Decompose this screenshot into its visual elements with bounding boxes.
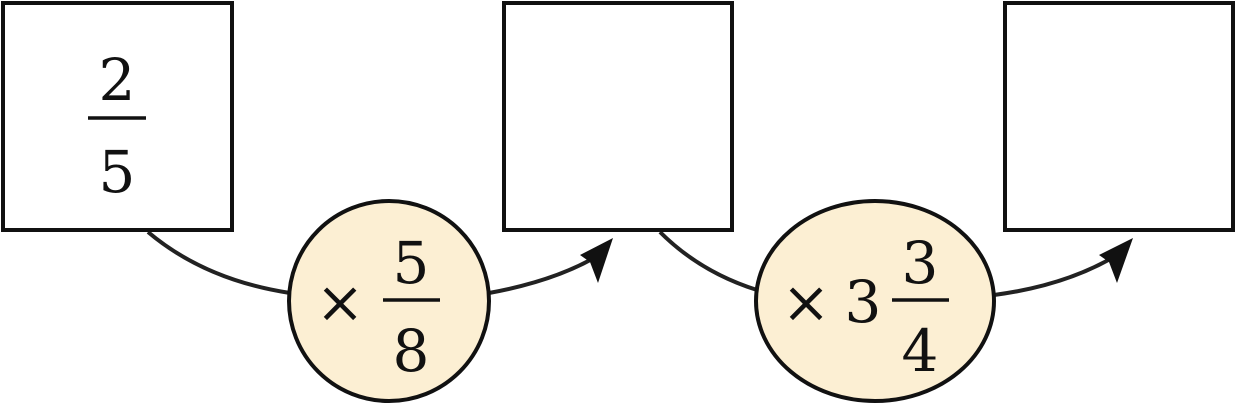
arrowhead-2 xyxy=(1099,238,1133,283)
box-start-denominator: 5 xyxy=(99,138,136,206)
multiply-icon: × xyxy=(782,268,831,336)
box-start: 2 5 xyxy=(1,1,234,232)
operation-1: × 5 8 xyxy=(287,199,491,403)
box-middle-answer[interactable] xyxy=(502,1,734,232)
box-final-answer[interactable] xyxy=(1003,1,1235,232)
box-start-numerator: 2 xyxy=(99,46,136,114)
connector-2a xyxy=(658,230,758,292)
arrow-2 xyxy=(993,250,1124,297)
operation-2-numerator: 3 xyxy=(902,229,939,297)
connector-1a xyxy=(146,230,291,295)
operation-2-denominator: 4 xyxy=(902,317,939,385)
operation-2-whole: 3 xyxy=(845,268,882,336)
operation-2: × 3 3 4 xyxy=(754,199,996,403)
arrowhead-1 xyxy=(580,238,613,283)
operation-1-numerator: 5 xyxy=(393,229,430,297)
multiply-icon: × xyxy=(316,268,365,336)
operation-1-denominator: 8 xyxy=(393,317,430,385)
